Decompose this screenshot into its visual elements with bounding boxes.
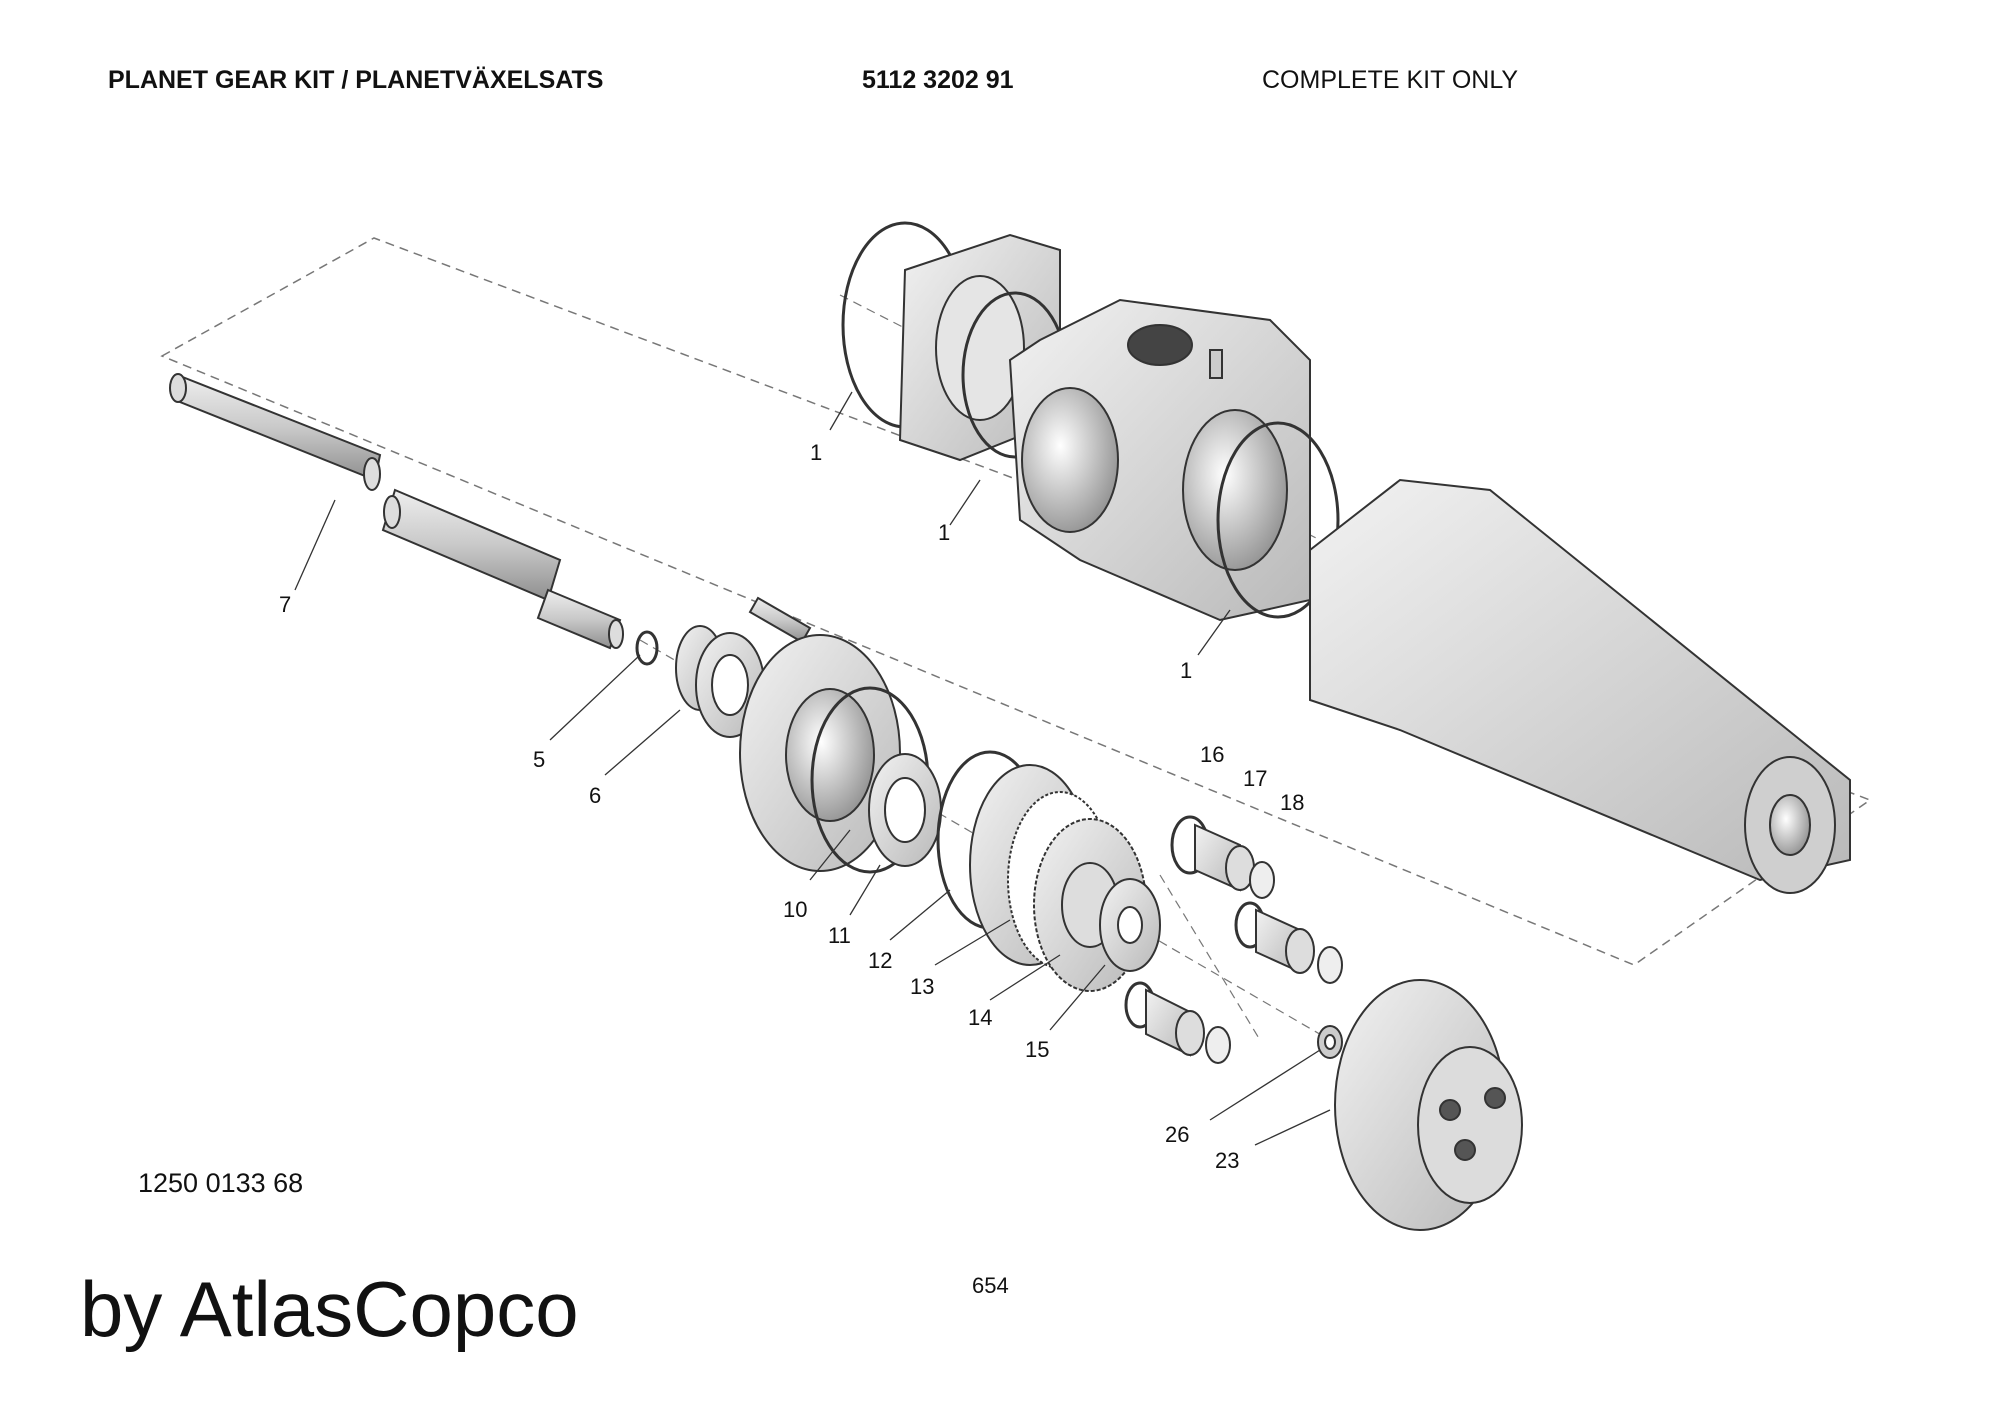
kit-title: PLANET GEAR KIT / PLANETVÄXELSATS	[108, 66, 604, 94]
callout-1: 1	[810, 440, 822, 465]
planet-gear-set-lower	[1124, 981, 1231, 1064]
brand-text: by AtlasCopco	[80, 1265, 579, 1353]
callout-1: 1	[938, 520, 950, 545]
callout-5: 5	[533, 747, 545, 772]
differential-housing	[1008, 298, 1311, 622]
callout-23: 23	[1215, 1148, 1239, 1173]
flange-bearing	[810, 686, 942, 874]
callout-26: 26	[1165, 1122, 1189, 1147]
washer	[1317, 1025, 1343, 1059]
callout-labels: 1 1 1 7 5 6 10 11 12 13 14 15 16 17 18 2…	[279, 440, 1304, 1173]
callout-12: 12	[868, 948, 892, 973]
axle-tube	[1309, 478, 1851, 894]
drawing-number: 1250 0133 68	[138, 1168, 304, 1198]
page-number: 654	[972, 1273, 1009, 1298]
housing-o-ring	[1216, 421, 1340, 619]
kit-number: 5112 3202 91	[862, 66, 1014, 94]
circlip	[635, 630, 659, 666]
planet-gear-set-middle	[1234, 901, 1343, 984]
callout-16: 16	[1200, 742, 1224, 767]
callout-18: 18	[1280, 790, 1304, 815]
callout-6: 6	[589, 783, 601, 808]
bearing-flange	[739, 634, 901, 872]
input-shaft	[169, 373, 624, 650]
leader-lines	[294, 391, 1331, 1146]
callout-14: 14	[968, 1005, 992, 1030]
callout-13: 13	[910, 974, 934, 999]
callout-1: 1	[1180, 658, 1192, 683]
kit-note: COMPLETE KIT ONLY	[1262, 66, 1519, 94]
callout-17: 17	[1243, 766, 1267, 791]
assembly-outline-dashed	[160, 237, 1872, 966]
callout-10: 10	[783, 897, 807, 922]
planet-carrier-hub	[1334, 979, 1523, 1231]
callout-7: 7	[279, 592, 291, 617]
thrust-washer	[1099, 878, 1161, 972]
callout-15: 15	[1025, 1037, 1049, 1062]
callout-11: 11	[828, 923, 851, 948]
planet-gear-set-upper	[1170, 815, 1275, 899]
